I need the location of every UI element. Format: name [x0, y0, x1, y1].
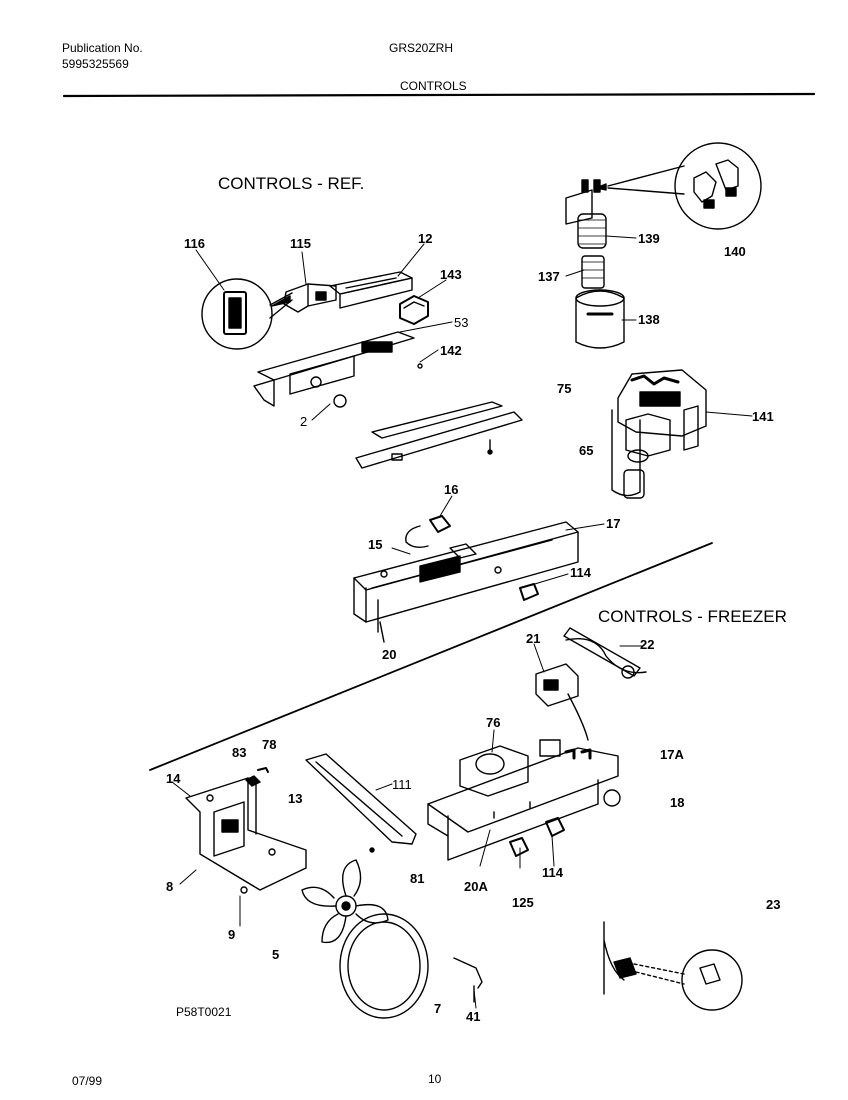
- light-housing: [354, 516, 578, 642]
- callout-22: 22: [640, 637, 655, 652]
- callout-23: 23: [766, 897, 781, 912]
- cover-plate: [356, 402, 522, 468]
- callout-138: 138: [638, 312, 660, 327]
- freezer-control-housing: [428, 740, 620, 866]
- callout-115: 115: [290, 236, 311, 251]
- callout-76: 76: [486, 715, 501, 730]
- callout-12: 12: [418, 231, 433, 246]
- callout-65: 65: [579, 443, 594, 458]
- callout-139: 139: [638, 231, 660, 246]
- callout-18: 18: [670, 795, 685, 810]
- callout-75: 75: [557, 381, 572, 396]
- water-valve: [612, 370, 706, 498]
- part-53: [254, 322, 452, 407]
- title-controls-freezer: CONTROLS - FREEZER: [598, 607, 787, 626]
- label-detail-circle: [202, 279, 292, 349]
- callout-78: 78: [262, 737, 277, 752]
- callout-81: 81: [410, 871, 425, 886]
- callout-83: 83: [232, 745, 247, 760]
- callout-137: 137: [538, 269, 560, 284]
- drawing-code: P58T0021: [176, 1005, 232, 1019]
- part-115: [284, 284, 336, 312]
- callout-9: 9: [228, 927, 236, 942]
- callout-125: 125: [512, 895, 534, 910]
- part-23-detail: [604, 922, 742, 1010]
- footer-date: 07/99: [72, 1074, 103, 1088]
- callout-21: 21: [526, 631, 541, 646]
- part-143: [400, 296, 428, 324]
- page-number: 10: [428, 1072, 442, 1086]
- title-controls-ref: CONTROLS - REF.: [218, 174, 365, 193]
- filter-assembly: [566, 166, 684, 348]
- publication-label: Publication No.: [62, 41, 143, 55]
- callout-143: 143: [440, 267, 462, 282]
- section-divider: [150, 543, 712, 770]
- callout-2: 2: [300, 414, 308, 429]
- callout-20: 20: [382, 647, 397, 662]
- callout-7: 7: [434, 1001, 442, 1016]
- header-rule: [64, 94, 814, 96]
- callout-142: 142: [440, 343, 462, 358]
- publication-number: 5995325569: [62, 57, 129, 71]
- callout-5: 5: [272, 947, 280, 962]
- callout-41: 41: [466, 1009, 481, 1024]
- callout-114-ref: 114: [570, 565, 591, 580]
- callout-14: 14: [166, 771, 181, 786]
- callout-17A: 17A: [660, 747, 684, 762]
- callout-17: 17: [606, 516, 621, 531]
- callout-140: 140: [724, 244, 746, 259]
- part-12: [330, 272, 412, 308]
- fan-bracket: [186, 768, 306, 893]
- callout-15: 15: [368, 537, 383, 552]
- callout-114-freezer: 114: [542, 865, 563, 880]
- fan-blade: [302, 860, 388, 942]
- callout-111: 111: [392, 777, 412, 792]
- leader-lines: [172, 236, 752, 1008]
- callout-8: 8: [166, 879, 174, 894]
- part-111: [306, 754, 416, 852]
- freezer-thermostat: [536, 628, 646, 740]
- callout-141: 141: [752, 409, 774, 424]
- fitting-detail-circle: [675, 143, 761, 229]
- callout-116: 116: [184, 236, 205, 251]
- model-number: GRS20ZRH: [389, 41, 454, 55]
- callout-16: 16: [444, 482, 459, 497]
- fan-shroud: [340, 914, 482, 1018]
- callout-13: 13: [288, 791, 303, 806]
- callout-20A: 20A: [464, 879, 488, 894]
- section-name: CONTROLS: [400, 79, 467, 93]
- callout-53: 53: [454, 315, 469, 330]
